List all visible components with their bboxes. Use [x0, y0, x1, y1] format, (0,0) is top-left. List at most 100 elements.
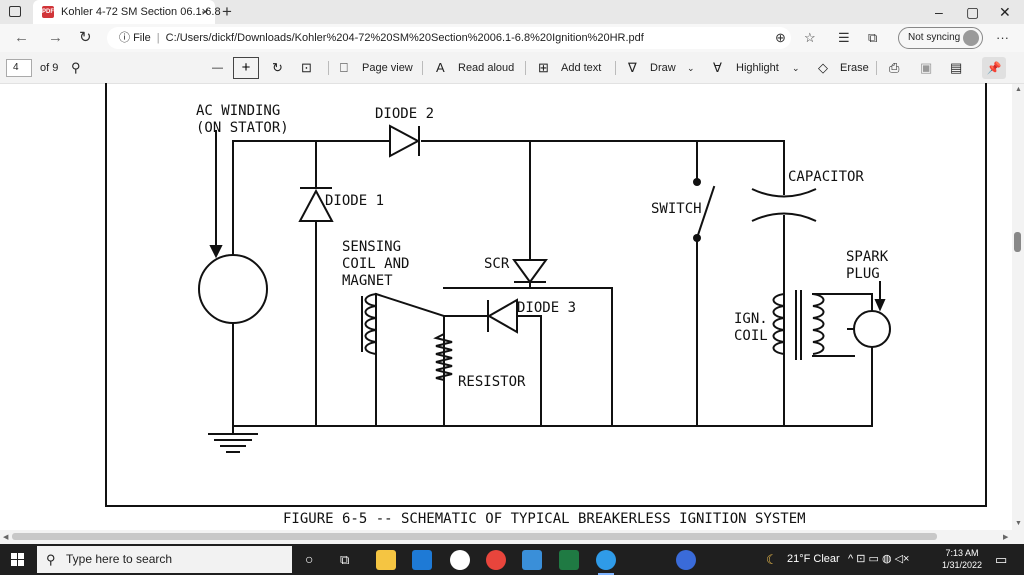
draw-icon: ∇: [628, 60, 637, 75]
edge-icon[interactable]: [596, 550, 616, 575]
scroll-down-icon[interactable]: ▼: [1015, 520, 1022, 527]
excel-icon[interactable]: [559, 550, 579, 570]
label-on-stator: (ON STATOR): [196, 120, 289, 136]
task-view-icon[interactable]: ⧉: [340, 552, 350, 567]
print-icon[interactable]: ⎙: [889, 60, 900, 75]
pin-toolbar-icon[interactable]: 📌: [982, 57, 1006, 79]
close-tab-icon[interactable]: ×: [201, 4, 209, 19]
label-magnet: MAGNET: [342, 273, 393, 289]
refresh-button[interactable]: ↻: [79, 29, 92, 46]
tab-title: Kohler 4-72 SM Section 06.1-6.8: [61, 6, 221, 18]
close-window-button[interactable]: ✕: [999, 4, 1011, 20]
label-ign: IGN.: [734, 311, 768, 327]
horizontal-scroll-thumb[interactable]: [12, 533, 937, 540]
zoom-out-button[interactable]: —: [212, 62, 223, 74]
minimize-button[interactable]: –: [935, 4, 943, 20]
avatar: [963, 30, 979, 46]
profile-button[interactable]: Not syncing: [898, 27, 983, 49]
add-text-icon: ⊞: [538, 60, 549, 75]
label-spark: SPARK: [846, 249, 889, 265]
zoom-icon[interactable]: ⊕: [775, 30, 786, 45]
forward-button[interactable]: →: [48, 29, 63, 46]
erase-icon: ◇: [818, 60, 828, 75]
find-icon[interactable]: ⚲: [71, 60, 81, 75]
favorites-icon[interactable]: ☰: [838, 30, 850, 45]
pdf-page-view: AC WINDING (ON STATOR) DIODE 2 DIODE 1 S…: [0, 83, 1012, 530]
url-text: C:/Users/dickf/Downloads/Kohler%204-72%2…: [165, 32, 644, 44]
scroll-right-icon[interactable]: ▶: [1003, 534, 1009, 541]
label-sensing: SENSING: [342, 239, 401, 255]
sync-status-label: Not syncing: [908, 32, 961, 43]
label-switch: SWITCH: [651, 201, 702, 217]
label-coil: COIL: [734, 328, 768, 344]
pdf-file-icon: PDF: [42, 6, 54, 18]
label-diode-1: DIODE 1: [325, 193, 384, 209]
add-text-button[interactable]: Add text: [561, 62, 602, 74]
label-resistor: RESISTOR: [458, 374, 526, 390]
figure-caption: FIGURE 6-5 -- SCHEMATIC OF TYPICAL BREAK…: [283, 511, 806, 527]
tab-bar: PDF Kohler 4-72 SM Section 06.1-6.8 × + …: [0, 0, 1024, 24]
highlight-chevron-down-icon[interactable]: ⌄: [792, 63, 800, 73]
rotate-icon[interactable]: ↻: [272, 60, 283, 75]
page-count: of 9: [40, 62, 59, 74]
address-input[interactable]: ⓘ File|C:/Users/dickf/Downloads/Kohler%2…: [107, 27, 791, 49]
tray-icons[interactable]: ^ ⊡ ▭ ◍ ◁×: [848, 553, 910, 565]
notifications-icon[interactable]: ▭: [995, 552, 1008, 567]
pdf-toolbar: 4 of 9 ⚲ — + ↻ ⊡ ⎕ Page view A Read alou…: [0, 52, 1024, 84]
label-scr: SCR: [484, 256, 510, 272]
new-tab-button[interactable]: +: [222, 2, 232, 21]
scroll-left-icon[interactable]: ◀: [3, 534, 9, 541]
taskbar-search-input[interactable]: ⚲ Type here to search: [37, 546, 292, 573]
highlight-button[interactable]: Highlight: [736, 62, 779, 74]
read-aloud-icon: A: [436, 60, 445, 75]
zoom-in-button[interactable]: +: [233, 57, 259, 79]
maximize-button[interactable]: ▢: [966, 4, 980, 20]
more-menu-icon[interactable]: ···: [996, 30, 1009, 45]
page-number-input[interactable]: 4: [6, 59, 32, 77]
file-explorer-icon[interactable]: [376, 550, 396, 570]
page-view-button[interactable]: Page view: [362, 62, 413, 74]
scheme-label: File: [133, 32, 151, 44]
app-circle-icon[interactable]: [450, 550, 470, 570]
fit-page-icon[interactable]: ⊡: [301, 60, 312, 75]
label-coil-and: COIL AND: [342, 256, 409, 272]
label-ac-winding: AC WINDING: [196, 103, 280, 119]
schematic-drawing: AC WINDING (ON STATOR) DIODE 2 DIODE 1 S…: [105, 83, 987, 527]
cortana-icon[interactable]: ○: [305, 551, 314, 567]
label-plug: PLUG: [846, 266, 880, 282]
tab-pdf[interactable]: PDF Kohler 4-72 SM Section 06.1-6.8 ×: [33, 0, 221, 24]
weather-text[interactable]: 21°F Clear: [787, 553, 840, 565]
back-button[interactable]: ←: [14, 29, 29, 46]
label-diode-2: DIODE 2: [375, 106, 434, 122]
save-icon[interactable]: ▣: [920, 60, 933, 75]
search-icon: ⚲: [46, 552, 56, 567]
clock[interactable]: 7:13 AM 1/31/2022: [940, 547, 984, 571]
favorite-star-icon[interactable]: ☆: [804, 30, 816, 45]
scroll-up-icon[interactable]: ▲: [1015, 86, 1022, 93]
page-view-icon: ⎕: [340, 60, 348, 75]
draw-button[interactable]: Draw: [650, 62, 676, 74]
highlight-icon: ∀: [713, 60, 722, 75]
vertical-scroll-thumb[interactable]: [1014, 232, 1021, 252]
draw-chevron-down-icon[interactable]: ⌄: [687, 63, 695, 73]
clock-time: 7:13 AM: [945, 548, 979, 558]
clock-date: 1/31/2022: [941, 560, 983, 570]
vertical-scrollbar[interactable]: [1012, 84, 1024, 530]
read-aloud-button[interactable]: Read aloud: [458, 62, 515, 74]
label-diode-3: DIODE 3: [517, 300, 576, 316]
mail-icon[interactable]: [412, 550, 432, 570]
chrome-icon[interactable]: [486, 550, 506, 570]
tab-actions-icon[interactable]: [9, 6, 21, 17]
site-info-icon[interactable]: ⓘ: [119, 32, 130, 44]
taskbar: ⚲ Type here to search ○ ⧉ ☾ 21°F Clear ^…: [0, 544, 1024, 575]
collections-icon[interactable]: ⧉: [868, 30, 878, 45]
erase-button[interactable]: Erase: [840, 62, 869, 74]
photos-icon[interactable]: [522, 550, 542, 570]
windows-start-icon[interactable]: [11, 553, 24, 566]
address-bar-row: ← → ↻ ⓘ File|C:/Users/dickf/Downloads/Ko…: [0, 24, 1024, 52]
search-placeholder: Type here to search: [66, 552, 173, 566]
weather-moon-icon: ☾: [766, 552, 778, 567]
label-capacitor: CAPACITOR: [788, 169, 864, 185]
save-as-icon[interactable]: ▤: [950, 60, 963, 75]
help-icon[interactable]: [676, 550, 696, 570]
